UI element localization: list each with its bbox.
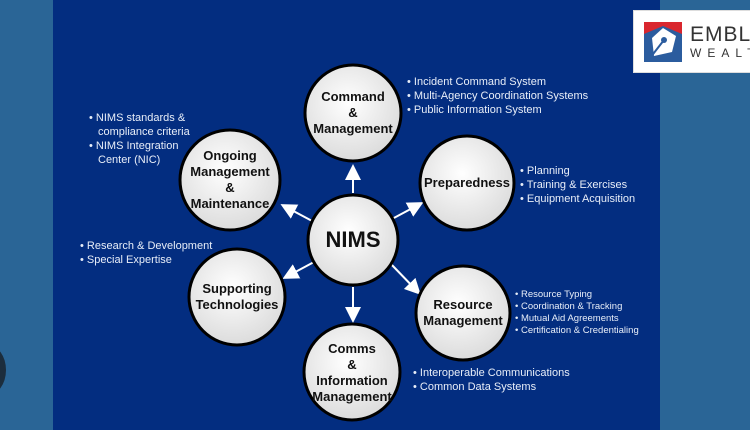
previous-nav-button[interactable]: [0, 345, 6, 395]
logo-line1: EMBLEM: [690, 22, 750, 46]
circle-command: [303, 63, 403, 163]
node-command: Command & Management: [313, 89, 393, 136]
list-item: Special Expertise: [80, 253, 240, 267]
node-preparedness: Preparedness: [424, 175, 510, 190]
node-resource: Resource Management: [423, 297, 503, 328]
arrow-supporting: [282, 261, 315, 279]
arrow-ongoing: [280, 204, 315, 223]
list-item: Coordination & Tracking: [515, 301, 660, 313]
brand-logo[interactable]: EMBLEM WEALTH: [633, 10, 750, 73]
list-resource: Resource Typing Coordination & Tracking …: [515, 289, 660, 337]
list-ongoing: NIMS standards & compliance criteria NIM…: [89, 111, 201, 167]
node-ongoing: Ongoing Management & Maintenance: [190, 148, 270, 211]
logo-line2: WEALTH: [690, 45, 750, 60]
circle-preparedness: [418, 134, 516, 232]
list-item: Incident Command System: [407, 75, 637, 89]
list-item: Mutual Aid Agreements: [515, 313, 660, 325]
node-nims: NIMS: [325, 227, 381, 252]
list-supporting: Research & Development Special Expertise: [80, 239, 240, 267]
node-comms: Comms & Information Management: [312, 341, 392, 404]
list-item: Resource Typing: [515, 289, 660, 301]
arrow-preparedness: [391, 202, 424, 220]
arrows: [280, 164, 424, 323]
list-command: Incident Command System Multi-Agency Coo…: [407, 75, 637, 117]
list-item: NIMS Integration Center (NIC): [89, 139, 201, 167]
list-item: Common Data Systems: [413, 380, 613, 394]
pen-nib-icon: [644, 21, 682, 62]
list-item: Training & Exercises: [520, 178, 660, 192]
node-supporting: Supporting Technologies: [195, 281, 279, 312]
list-item: Equipment Acquisition: [520, 192, 660, 206]
list-comms: Interoperable Communications Common Data…: [413, 366, 613, 394]
list-item: Certification & Credentialing: [515, 325, 660, 337]
circle-nims: [306, 193, 400, 287]
list-item: Multi-Agency Coordination Systems: [407, 89, 637, 103]
list-item: Research & Development: [80, 239, 240, 253]
circle-resource: [414, 264, 512, 362]
list-preparedness: Planning Training & Exercises Equipment …: [520, 164, 660, 206]
circle-comms: [302, 322, 402, 422]
arrow-resource: [389, 262, 421, 295]
list-item: Interoperable Communications: [413, 366, 613, 380]
list-item: NIMS standards & compliance criteria: [89, 111, 201, 139]
list-item: Public Information System: [407, 103, 637, 117]
circle-ongoing: [178, 128, 282, 232]
list-item: Planning: [520, 164, 660, 178]
